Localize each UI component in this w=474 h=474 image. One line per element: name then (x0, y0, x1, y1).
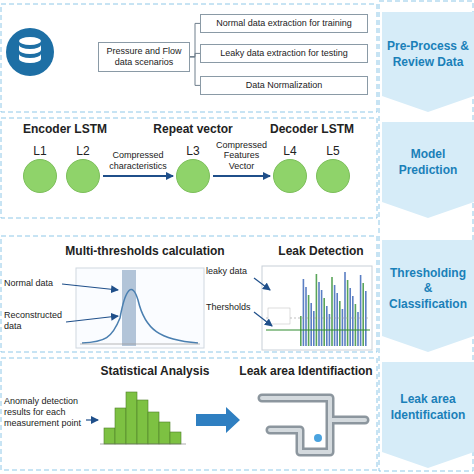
histogram (100, 392, 186, 444)
section-heading: Leak area Identifiaction (236, 364, 376, 378)
section-heading: Encoder LSTM (15, 122, 115, 136)
layer-circle (316, 159, 350, 193)
stage-panel: Pre-Process & Review Data (382, 12, 474, 112)
node-text: Model Prediction (382, 147, 474, 192)
annotation: Anomaly detection results for each measu… (4, 396, 86, 428)
big-arrow (196, 407, 240, 433)
edge-label: Compressed characteristics (103, 150, 173, 171)
annotation: Thersholds (206, 302, 258, 313)
process-box: Normal data extraction for training (200, 14, 368, 33)
connector (190, 57, 200, 86)
pipe-network (262, 398, 365, 452)
annotation: Reconstructed data (4, 310, 66, 332)
node-text: L1 (23, 144, 57, 159)
node-text: L3 (176, 144, 210, 159)
node-text: Leak area Identification (382, 392, 474, 437)
layer-circle (66, 159, 100, 193)
section-heading: Leak Detection (266, 244, 376, 258)
process-box: Data Normalization (200, 76, 368, 95)
section-heading: Statistical Analysis (86, 364, 224, 378)
stage-panel: Thresholding & Classification (382, 240, 474, 352)
process-box: Pressure and Flow data scenarios (98, 42, 190, 72)
node-text: L4 (273, 144, 307, 159)
threshold-chart (76, 268, 204, 348)
annotation: leaky data (206, 266, 258, 277)
lstm-layer: L1 (23, 144, 57, 193)
lstm-layer: L2 (66, 144, 100, 193)
node-text: L2 (66, 144, 100, 159)
annotation: Normal data (4, 278, 62, 289)
leader-arrows (62, 278, 272, 420)
connector (103, 175, 173, 177)
section-heading: Decoder LSTM (262, 122, 362, 136)
lstm-layer: L3 (176, 144, 210, 193)
stage-panel: Leak area Identification (382, 362, 474, 468)
connector (190, 23, 200, 56)
layer-circle (23, 159, 57, 193)
node-text: Normal data extraction for training (216, 18, 352, 28)
process-box: Leaky data extraction for testing (200, 44, 368, 63)
section-heading: Repeat vector (143, 122, 243, 136)
layer-circle (273, 159, 307, 193)
node-text: Pressure and Flow data scenarios (106, 46, 181, 67)
node-text: L5 (316, 144, 350, 159)
layer-circle (176, 159, 210, 193)
section-heading: Multi-thresholds calculation (58, 244, 232, 258)
lstm-layer: L5 (316, 144, 350, 193)
chevron-shape (382, 240, 474, 352)
edge-label: Compressed Features Vector (213, 140, 270, 171)
node-text: Thresholding & Classification (382, 266, 474, 327)
leak-detection-chart (262, 266, 372, 350)
database-icon (6, 28, 54, 76)
connector (190, 53, 200, 56)
connector (213, 175, 270, 177)
lstm-layer: L4 (273, 144, 307, 193)
node-text: Pre-Process & Review Data (382, 39, 474, 84)
node-text: Data Normalization (246, 80, 323, 90)
node-text: Leaky data extraction for testing (220, 48, 348, 58)
stage-panel: Model Prediction (382, 122, 474, 218)
